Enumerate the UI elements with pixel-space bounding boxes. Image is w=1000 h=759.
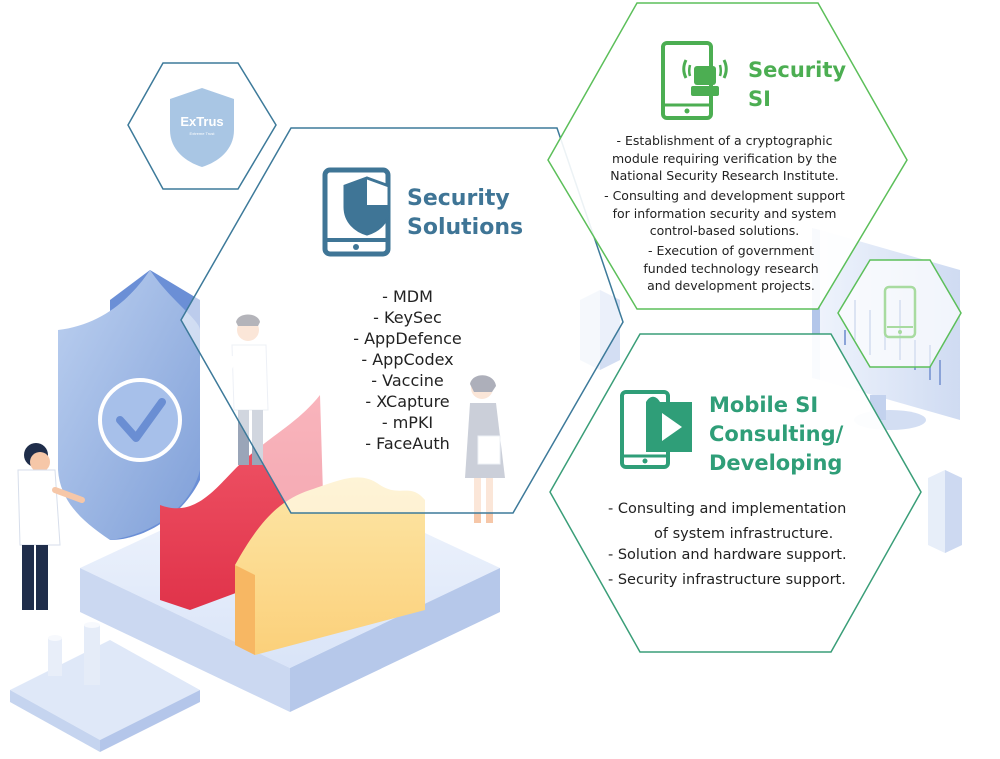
security-si-item: - Establishment of a cryptographic modul… xyxy=(582,132,867,185)
mobile-si-item: - Consulting and implementation of syste… xyxy=(608,497,888,547)
item-line: funded technology research xyxy=(643,260,819,276)
hex-small-phone xyxy=(837,259,962,368)
list-item: - FaceAuth xyxy=(365,434,450,453)
big-shield xyxy=(58,270,200,540)
item-line: National Security Research Institute. xyxy=(610,168,839,183)
logo-brand: ExTrus xyxy=(180,114,224,129)
hex-mobile-si xyxy=(549,333,922,653)
mobile-si-item: - Solution and hardware support. xyxy=(608,543,888,568)
security-si-title-line1: Security xyxy=(748,58,847,82)
security-si-item: - Consulting and development support for… xyxy=(582,187,867,240)
list-item: - KeySec xyxy=(373,308,442,327)
list-item: - AppDefence xyxy=(353,329,462,348)
item-line: and development projects. xyxy=(647,278,815,293)
mobile-si-title-line1: Mobile SI xyxy=(709,393,819,417)
item-line: - Consulting and implementation xyxy=(608,501,847,517)
list-item: - MDM xyxy=(382,287,433,306)
list-item: - AppCodex xyxy=(361,350,454,369)
mobile-si-title-line3: Developing xyxy=(709,451,843,475)
hex-security-si xyxy=(547,2,908,310)
security-si-title-line2: SI xyxy=(748,87,771,111)
item-line: of system infrastructure. xyxy=(654,526,834,542)
security-si-item: - Execution of government funded technol… xyxy=(602,242,860,295)
hex-security-solutions xyxy=(180,127,624,514)
small-platform xyxy=(10,622,200,752)
list-item: - mPKI xyxy=(381,413,434,432)
small-phone-icon xyxy=(883,285,917,339)
item-line: module requiring verification by the xyxy=(612,150,837,166)
extrus-logo xyxy=(170,88,234,167)
item-line: for information security and system xyxy=(612,205,837,221)
item-line: - Security infrastructure support. xyxy=(608,572,846,588)
item-line: - Establishment of a cryptographic xyxy=(616,133,833,148)
shield-phone-icon xyxy=(322,167,391,257)
item-line: - Solution and hardware support. xyxy=(608,547,847,563)
item-line: - Execution of government xyxy=(647,243,815,258)
security-solutions-title-line2: Solutions xyxy=(407,215,524,240)
logo-tagline: Extreme Trust xyxy=(189,131,215,136)
alarm-phone-icon xyxy=(661,41,728,120)
person-left xyxy=(17,443,85,610)
video-phone-icon xyxy=(620,390,692,469)
security-solutions-list: - MDM - KeySec - AppDefence - AppCodex -… xyxy=(320,286,495,454)
item-line: - Consulting and development support xyxy=(604,188,845,203)
security-solutions-title-line1: Security xyxy=(407,186,510,211)
item-line: control-based solutions. xyxy=(649,223,800,238)
mobile-si-item: - Security infrastructure support. xyxy=(608,568,888,593)
list-item: - XCapture xyxy=(365,392,450,411)
list-item: - Vaccine xyxy=(371,371,444,390)
mobile-si-title-line2: Consulting/ xyxy=(709,422,844,446)
